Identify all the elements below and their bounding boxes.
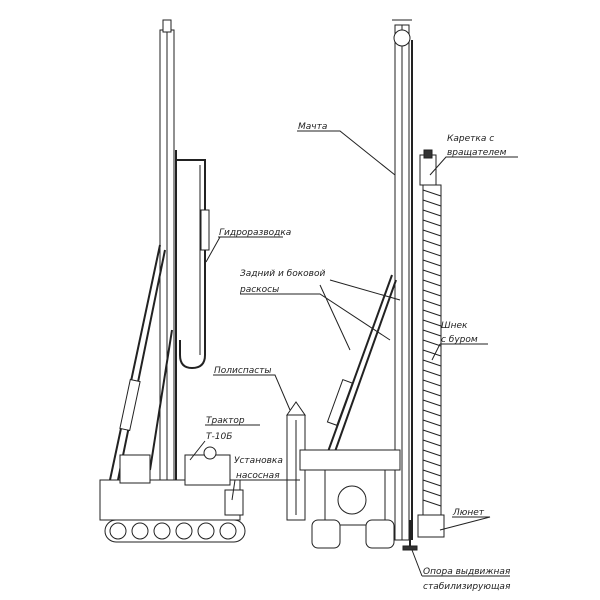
right-braces: [324, 274, 397, 461]
leader-lines: [189, 130, 518, 577]
left-rig: [99, 19, 246, 543]
right-mast: [392, 19, 413, 541]
tractor: [99, 446, 246, 543]
label-tractor-line1: Трактор: [206, 416, 245, 426]
label-pump-line1: Установка: [234, 456, 283, 466]
label-carriage-line2: вращателем: [447, 148, 507, 158]
support-leg: [402, 520, 418, 551]
label-lunette: Люнет: [452, 508, 485, 518]
labels: Мачта Каретка с вращателем Гидроразводка…: [206, 122, 511, 592]
label-carriage-line1: Каретка с: [447, 134, 494, 144]
label-hydraulics: Гидроразводка: [219, 228, 291, 238]
label-braces-line1: Задний и боковой: [240, 269, 325, 279]
label-mast: Мачта: [298, 122, 327, 132]
tractor-track: [109, 522, 237, 540]
label-tractor-line2: Т-10Б: [206, 432, 232, 442]
pulleys: [286, 401, 306, 521]
label-support-line2: стабилизирующая: [423, 582, 511, 592]
rotator-carriage: [419, 149, 437, 186]
label-braces-line2: раскосы: [239, 285, 279, 295]
lunette: [417, 514, 445, 538]
right-chassis: [299, 449, 401, 549]
label-pump-line2: насосная: [236, 471, 280, 481]
right-rig: [286, 19, 445, 551]
label-auger-line1: Шнек: [441, 321, 468, 331]
left-hydraulic-hoses: [176, 159, 210, 370]
label-support-line1: Опора выдвижная: [423, 567, 511, 577]
label-auger-line2: с буром: [441, 335, 478, 345]
label-pulleys: Полиспасты: [214, 366, 272, 376]
auger: [422, 184, 442, 526]
left-mast: [159, 19, 177, 541]
left-brace: [109, 244, 173, 481]
